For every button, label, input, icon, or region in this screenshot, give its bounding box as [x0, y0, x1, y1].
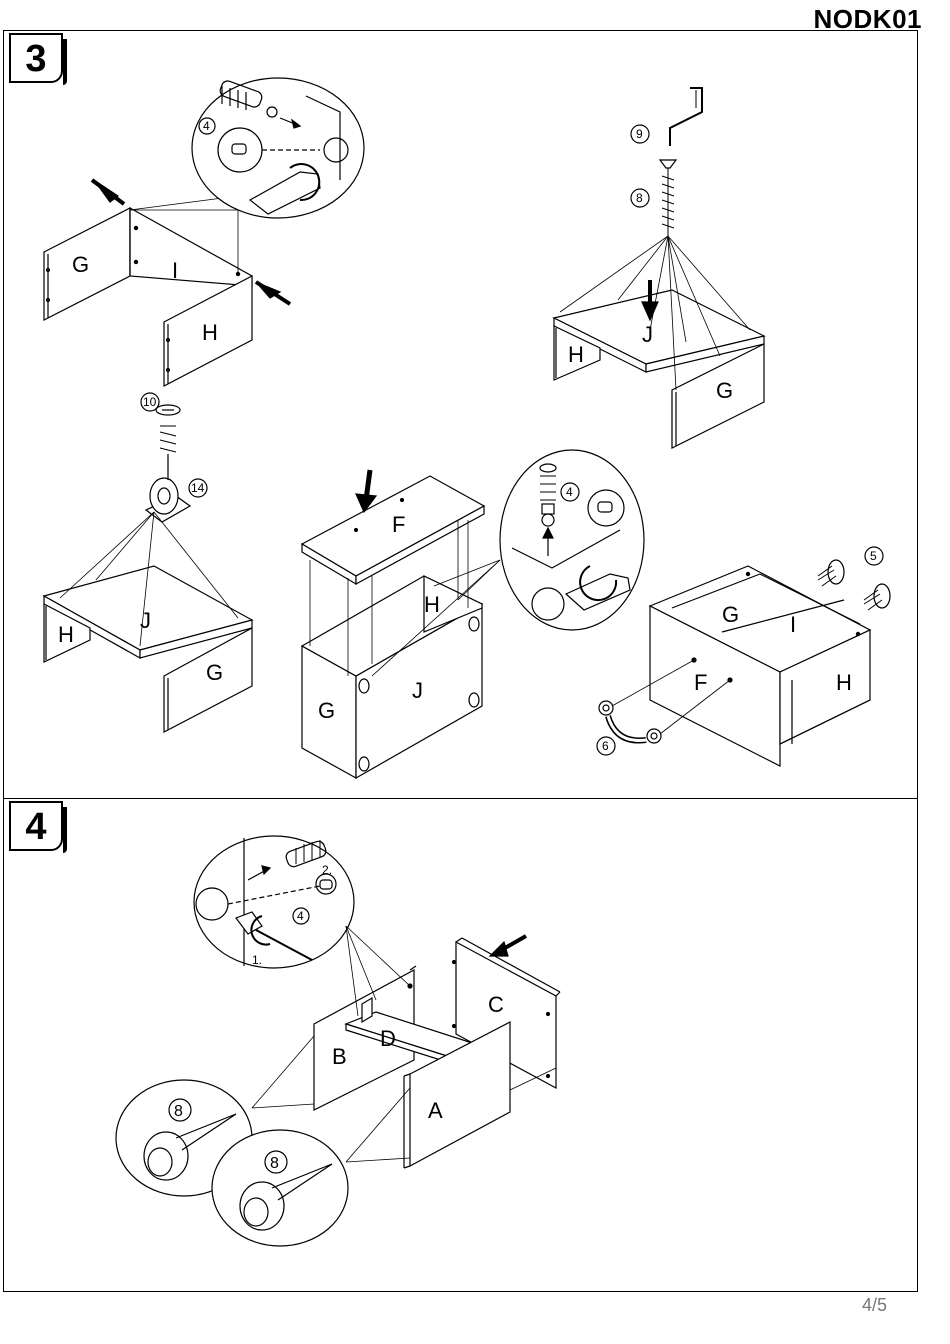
panel-label-j: J [140, 608, 151, 633]
panel-label-j: J [642, 322, 653, 347]
panel-label-g: G [318, 698, 335, 723]
panel-label-h: H [202, 320, 218, 345]
step3-diagram-drawer: 5 6 G I F H [597, 547, 890, 766]
step3-diagram-top-f: 4 F H J G [302, 450, 644, 778]
step3-diagram-gih: 4 G I H [44, 78, 364, 386]
part-number: 8 [174, 1103, 183, 1120]
panel-label-c: C [488, 992, 504, 1017]
panel-label-g: G [206, 660, 223, 685]
panel-label-h: H [836, 670, 852, 695]
order-mark-1: 1. [252, 953, 262, 967]
part-number: 5 [870, 549, 877, 563]
part-number: 8 [636, 191, 643, 205]
panel-label-i: I [172, 258, 178, 283]
part-number: 4 [297, 909, 304, 923]
part-number: 6 [602, 739, 609, 753]
step4-diagram: 4 2. 1. [116, 836, 560, 1246]
page-number: 4/5 [862, 1295, 887, 1316]
panel-label-d: D [380, 1026, 396, 1051]
panel-label-g: G [72, 252, 89, 277]
step3-diagram-top-j: 9 8 J H G [554, 88, 764, 448]
panel-label-h: H [424, 592, 440, 617]
panel-label-f: F [694, 670, 707, 695]
part-number: 4 [566, 485, 573, 499]
panel-label-i: I [790, 612, 796, 637]
panel-label-b: B [332, 1044, 347, 1069]
panel-label-j: J [412, 678, 423, 703]
part-number: 4 [203, 119, 210, 133]
panel-label-f: F [392, 512, 405, 537]
panel-label-g: G [716, 378, 733, 403]
knob-icon [818, 560, 890, 610]
panel-label-h: H [58, 622, 74, 647]
part-number: 14 [191, 481, 205, 495]
panel-label-g: G [722, 602, 739, 627]
part-number: 9 [636, 127, 643, 141]
order-mark-2: 2. [322, 863, 332, 877]
part-number: 8 [270, 1155, 279, 1172]
part-number: 10 [143, 395, 157, 409]
panel-label-h: H [568, 342, 584, 367]
step3-diagram-caster: 10 14 J H G [44, 393, 252, 732]
panel-label-a: A [428, 1098, 443, 1123]
